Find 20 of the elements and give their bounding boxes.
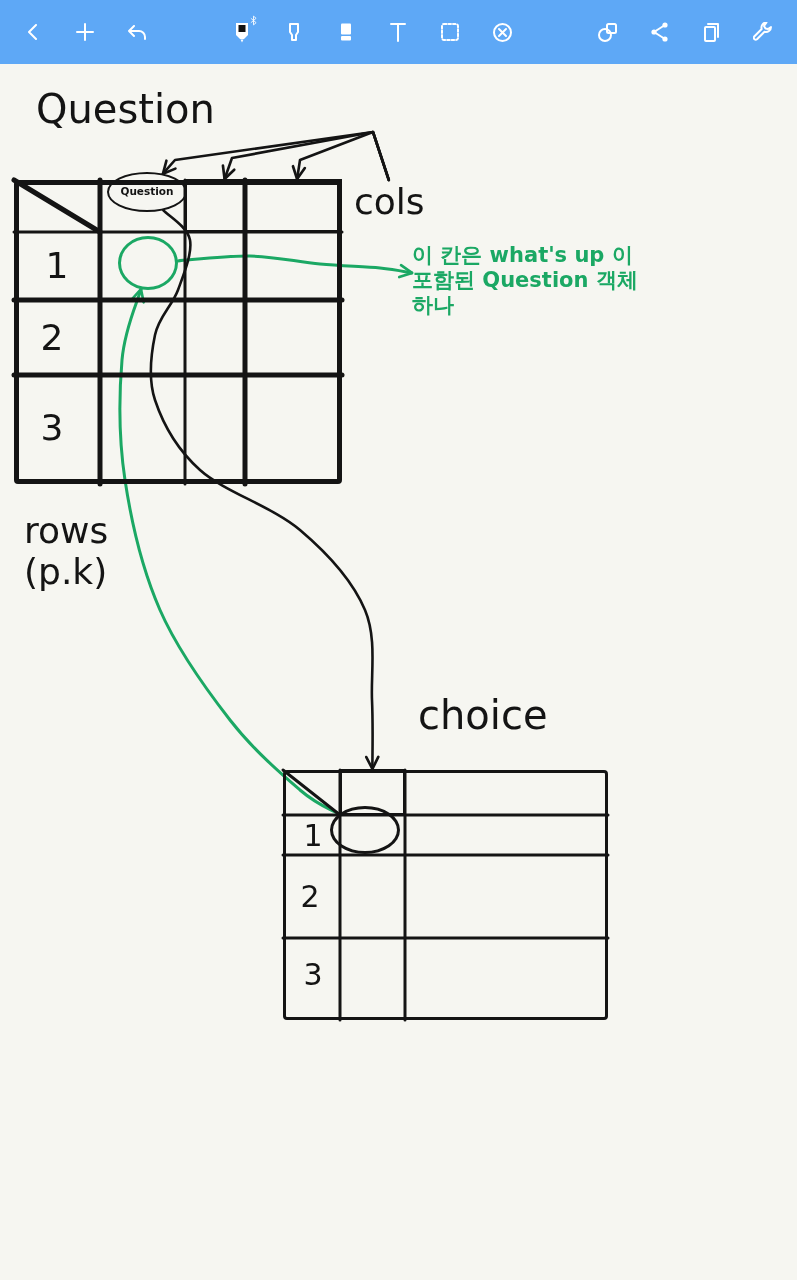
table-title: Question <box>36 86 215 132</box>
highlight-circle <box>118 236 178 290</box>
row-number: 1 <box>303 821 323 851</box>
table-title: choice <box>418 692 548 738</box>
row-number: 3 <box>40 410 64 446</box>
row-number: 2 <box>300 882 320 912</box>
annotation: cols <box>354 180 438 224</box>
table-header-cell <box>339 769 406 816</box>
annotation: rows (p.k) <box>24 510 110 593</box>
note: 이 칸은 what's up 이 포함된 Question 객체 하나 <box>412 243 648 339</box>
arrow <box>149 209 380 771</box>
row-number: 2 <box>40 320 64 356</box>
row-number: 3 <box>303 960 323 990</box>
row-number: 1 <box>45 248 69 284</box>
table-header-cell <box>184 179 246 233</box>
table-header-cell <box>244 179 342 233</box>
arrow <box>176 254 414 279</box>
arrow <box>291 130 391 182</box>
highlight-circle <box>330 806 400 854</box>
circled-label: Question <box>107 172 187 212</box>
